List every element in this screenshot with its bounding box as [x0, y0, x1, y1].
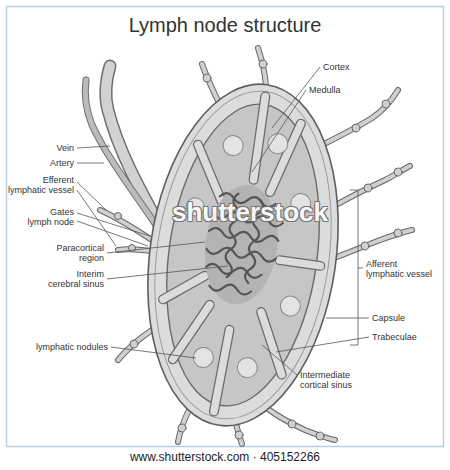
part-label: Efferent lymphatic vessel	[4, 175, 74, 196]
part-label: lymphatic nodules	[36, 342, 108, 352]
part-label: Intermediate cortical sinus	[300, 370, 363, 391]
part-label: Artery	[50, 158, 74, 168]
watermark: shutterstock	[172, 198, 328, 228]
part-label: Interim cerebral sinus	[44, 269, 104, 290]
part-label: Afferent lymphatic vessel	[366, 259, 436, 280]
vessels	[85, 48, 412, 444]
part-label: Trabeculae	[372, 332, 417, 342]
leader-lines	[77, 67, 369, 375]
frame	[7, 7, 444, 447]
part-label: Medulla	[309, 85, 341, 95]
part-label: Cortex	[323, 62, 350, 72]
part-label: Capsule	[372, 313, 405, 323]
diagram-title: Lymph node structure	[129, 13, 322, 37]
part-label: Paracortical region	[51, 243, 104, 264]
part-label: Gates lymph node	[24, 207, 74, 228]
watermark: www.shutterstock.com · 405152266	[130, 451, 320, 465]
part-label: Vein	[56, 143, 74, 153]
